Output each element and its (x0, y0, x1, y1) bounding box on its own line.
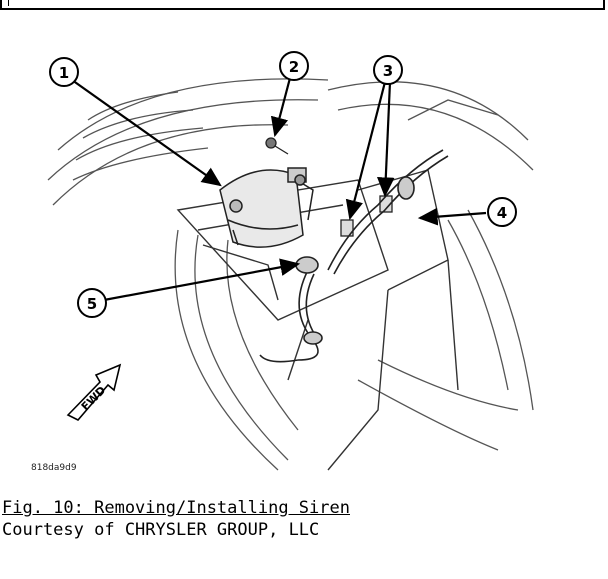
caption-title: Fig. 10: Removing/Installing Siren (2, 498, 350, 518)
callout-4: 4 (487, 197, 517, 227)
siren-illustration: FWD 1 2 3 4 5 (28, 30, 548, 478)
wire-harness (259, 149, 449, 363)
svg-text:3: 3 (383, 62, 393, 80)
siren-body (219, 167, 314, 248)
svg-text:5: 5 (87, 295, 97, 313)
mounting-panel (176, 169, 459, 471)
figure-caption: Fig. 10: Removing/Installing Siren Court… (2, 497, 350, 541)
leader-lines (71, 77, 487, 302)
callout-2: 2 (279, 51, 309, 81)
svg-text:4: 4 (497, 204, 507, 222)
fastener (265, 137, 289, 155)
svg-text:2: 2 (289, 58, 299, 76)
fwd-arrow: FWD (66, 363, 122, 421)
caption-credit: Courtesy of CHRYSLER GROUP, LLC (2, 520, 320, 540)
top-bordered-box (0, 0, 605, 10)
box-inner-mark (8, 0, 9, 6)
callout-3: 3 (373, 55, 403, 85)
svg-text:1: 1 (59, 64, 69, 82)
figure-code: 818da9d9 (31, 463, 77, 473)
callout-5: 5 (77, 288, 107, 318)
wheel-well-lines (47, 78, 534, 471)
callout-1: 1 (49, 57, 79, 87)
